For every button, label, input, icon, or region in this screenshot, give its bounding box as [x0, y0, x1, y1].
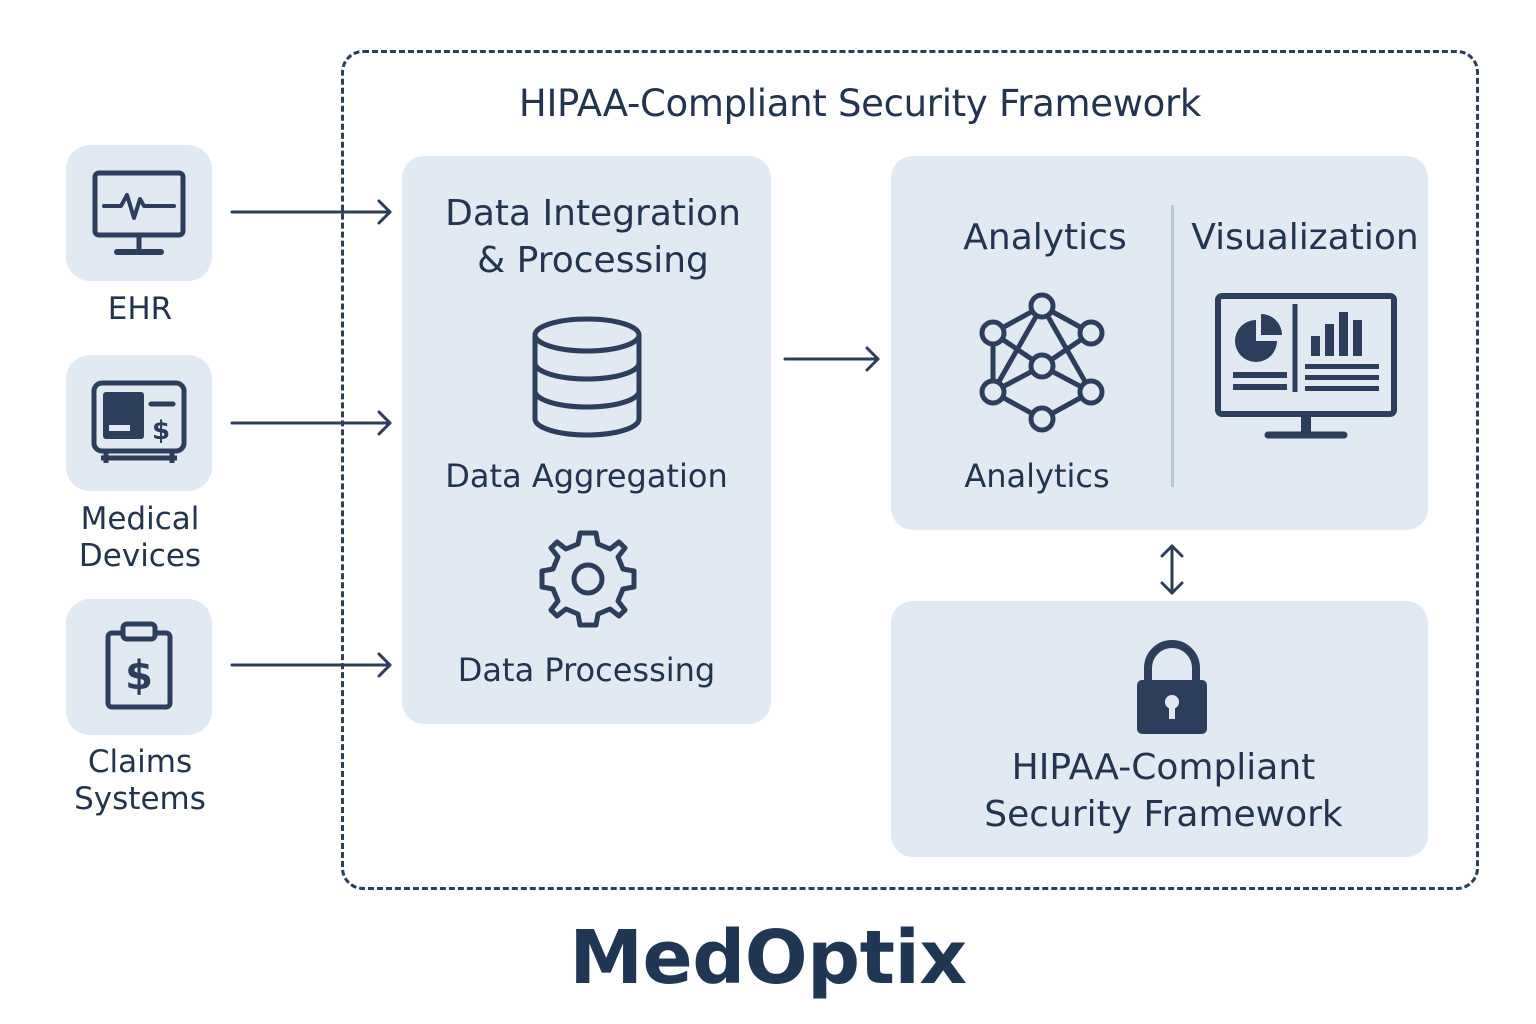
source-tile-ehr [66, 145, 212, 281]
analytics-sub-label: Analytics [964, 457, 1110, 495]
analytics-visualization-panel [891, 156, 1428, 530]
arrow-claims-to-integration [230, 652, 392, 678]
source-tile-claims-systems: $ [66, 599, 212, 735]
arrow-ehr-to-integration [230, 199, 392, 225]
arrow-integration-to-analytics [783, 346, 880, 372]
clipboard-dollar-icon: $ [105, 621, 173, 710]
arrow-devices-to-integration [230, 410, 392, 436]
visualization-title: Visualization [1191, 217, 1419, 258]
source-label-claims-systems: Claims Systems [74, 744, 206, 817]
integration-panel [402, 156, 771, 724]
svg-text:$: $ [152, 416, 170, 446]
processing-label: Data Processing [457, 651, 716, 689]
svg-text:$: $ [125, 653, 153, 699]
integration-title: Data Integration & Processing [445, 193, 741, 281]
source-label-ehr: EHR [107, 291, 173, 327]
source-label-medical-devices: Medical Devices [78, 501, 202, 574]
arrow-analytics-security-bidirectional [1160, 544, 1184, 595]
source-tile-medical-devices: $ [66, 355, 212, 491]
network-graph-icon [979, 292, 1105, 433]
padlock-icon [1137, 640, 1207, 734]
aggregation-label: Data Aggregation [445, 457, 728, 495]
database-icon [532, 316, 642, 438]
panel-divider [1171, 205, 1174, 487]
analytics-title: Analytics [963, 217, 1127, 258]
monitor-ecg-icon [92, 170, 186, 255]
frame-title: HIPAA-Compliant Security Framework [518, 82, 1202, 125]
gear-icon [539, 530, 637, 628]
medical-device-icon: $ [91, 380, 187, 463]
security-boundary-frame [341, 50, 1479, 890]
security-title: HIPAA-Compliant Security Framework [984, 747, 1343, 835]
dashboard-monitor-icon [1215, 293, 1397, 439]
brand-wordmark: MedOptix [569, 915, 967, 1001]
